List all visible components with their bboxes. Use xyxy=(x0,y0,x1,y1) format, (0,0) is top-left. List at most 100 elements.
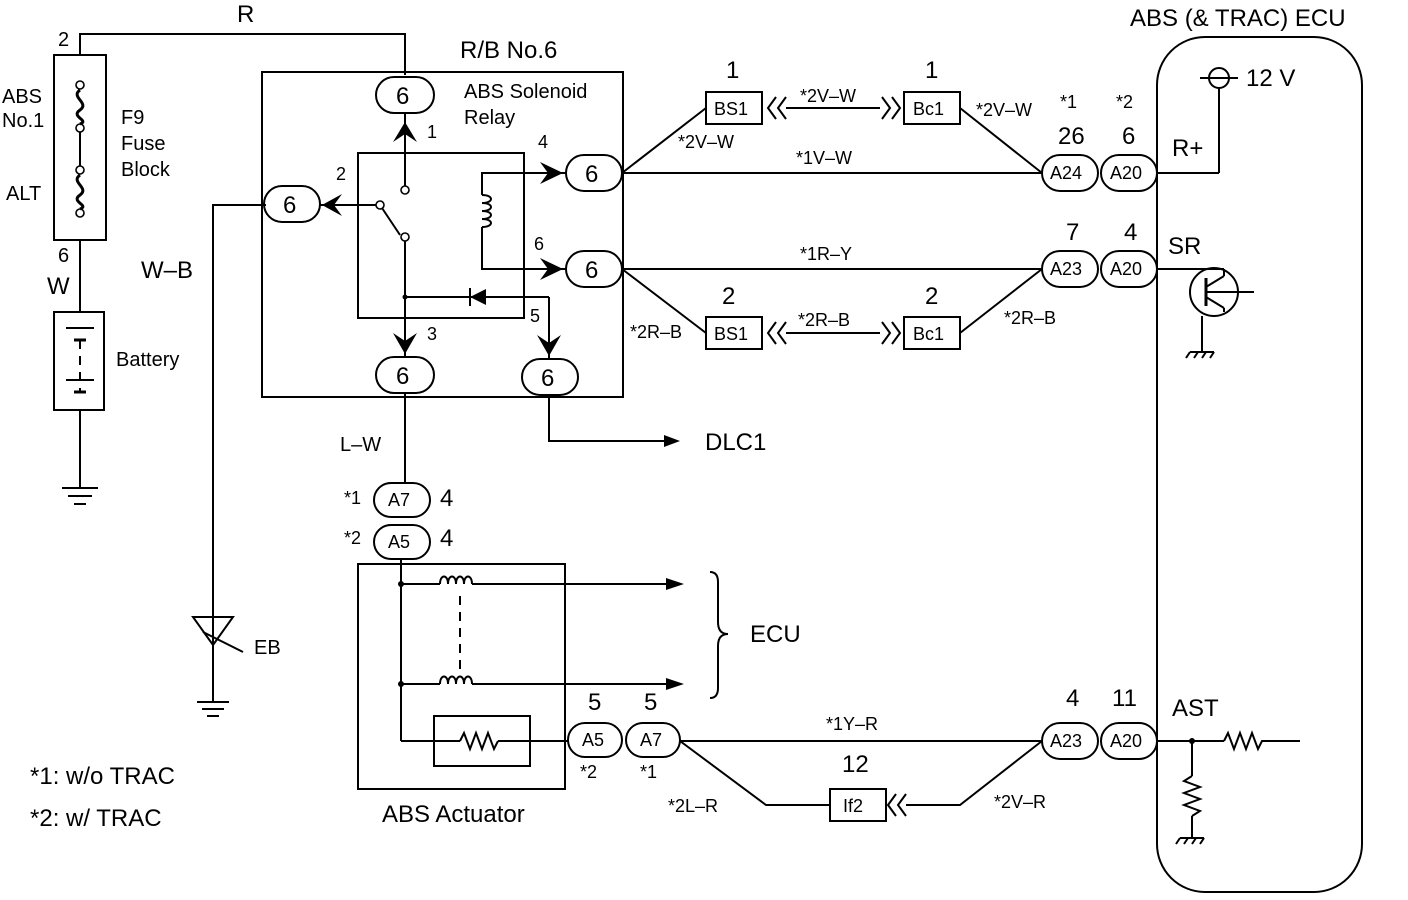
relay-coil xyxy=(481,172,566,270)
fuse-block xyxy=(53,54,107,241)
relay-pin-3: 3 xyxy=(427,324,437,344)
header-star1: *1 xyxy=(1060,92,1077,112)
wire-dlc1 xyxy=(548,395,672,442)
connector-a20-sr: A20 xyxy=(1100,250,1158,288)
connector-bs1-bottom: BS1 xyxy=(705,316,763,350)
connector-a5-bottom: A5 xyxy=(567,722,623,758)
fuse-alt-label: ALT xyxy=(6,183,41,205)
relay-pin-5: 5 xyxy=(530,306,540,326)
relay-connector-top: 6 xyxy=(375,76,435,114)
label-2rb-right: *2R–B xyxy=(1004,308,1056,328)
connector-bc1-top: Bc1 xyxy=(903,91,961,125)
svg-text:6: 6 xyxy=(541,365,554,392)
svg-text:Bc1: Bc1 xyxy=(913,324,944,344)
relay-label-line2: Relay xyxy=(464,107,515,129)
label-1yr: *1Y–R xyxy=(826,714,878,734)
battery-symbol xyxy=(53,311,105,411)
bc1-bottom-pin: 2 xyxy=(925,283,938,310)
relay-switch xyxy=(320,113,410,357)
svg-text:6: 6 xyxy=(396,83,409,110)
svg-text:Bc1: Bc1 xyxy=(913,99,944,119)
note-2: *2: w/ TRAC xyxy=(30,805,162,832)
pin-11: 11 xyxy=(1112,685,1137,712)
connector-a23-sr: A23 xyxy=(1041,250,1099,288)
wire-label-r: R xyxy=(237,1,254,28)
relay-inner-box xyxy=(357,152,525,319)
eb-label: EB xyxy=(254,637,281,659)
connector-if2: If2 xyxy=(829,788,887,822)
wire-2vw-a xyxy=(621,107,707,174)
svg-text:A5: A5 xyxy=(388,532,410,552)
svg-text:6: 6 xyxy=(585,257,598,284)
pin-4-sr: 4 xyxy=(1124,219,1137,246)
header-star2: *2 xyxy=(1116,92,1133,112)
svg-text:6: 6 xyxy=(585,161,598,188)
pin-7: 7 xyxy=(1066,219,1079,246)
connector-a20-ast: A20 xyxy=(1100,722,1158,760)
relay-connector-right-2: 6 xyxy=(565,250,623,288)
relay-block-title: R/B No.6 xyxy=(460,37,557,64)
relay-connector-bottom-1: 6 xyxy=(375,356,435,394)
svg-text:A20: A20 xyxy=(1110,731,1142,751)
label-2lr: *2L–R xyxy=(668,796,718,816)
connector-bc1-bottom: Bc1 xyxy=(903,316,961,350)
connector-a20-rplus: A20 xyxy=(1100,154,1158,192)
wire-wb xyxy=(212,204,266,645)
wire-label-wb: W–B xyxy=(141,257,193,284)
svg-text:A20: A20 xyxy=(1110,259,1142,279)
star1-a7: *1 xyxy=(344,488,361,508)
svg-text:BS1: BS1 xyxy=(714,99,748,119)
relay-connector-left: 6 xyxy=(263,185,321,223)
svg-text:A24: A24 xyxy=(1050,163,1082,183)
svg-text:6: 6 xyxy=(396,363,409,390)
eb-ground-point xyxy=(191,616,244,717)
ecu-brace xyxy=(709,571,729,699)
star1-a7-bottom: *1 xyxy=(640,762,657,782)
fuse-pin-2: 2 xyxy=(58,29,69,51)
wire-r xyxy=(79,33,406,75)
fuse-pin-6: 6 xyxy=(58,245,69,267)
pin-4-a5: 4 xyxy=(440,525,453,552)
fuse-block-label-1: F9 xyxy=(121,107,144,129)
bc1-top-pin: 1 xyxy=(925,57,938,84)
svg-text:6: 6 xyxy=(283,192,296,219)
label-1ry: *1R–Y xyxy=(800,244,852,264)
ecu-rplus-label: R+ xyxy=(1172,135,1203,162)
fuse-no1-label: No.1 xyxy=(2,110,44,132)
ecu-brace-label: ECU xyxy=(750,621,801,648)
wire-2lr xyxy=(679,740,830,806)
label-2vw-mid: *2V–W xyxy=(800,86,856,106)
svg-text:A5: A5 xyxy=(582,730,604,750)
ecu-12v-supply xyxy=(1157,67,1238,174)
pin-5-a7: 5 xyxy=(644,689,657,716)
relay-pin-2: 2 xyxy=(336,164,346,184)
relay-connector-bottom-2: 6 xyxy=(521,358,579,396)
abs-actuator-box xyxy=(357,563,566,790)
ecu-sr-transistor xyxy=(1157,267,1254,359)
connector-a5-top: A5 xyxy=(373,524,431,560)
connector-bs1-top: BS1 xyxy=(705,91,763,125)
relay-block-box xyxy=(261,71,624,398)
pin-4-ast: 4 xyxy=(1066,685,1079,712)
wire-2vr xyxy=(906,740,1043,806)
label-2vw-right: *2V–W xyxy=(976,100,1032,120)
abs-actuator-label: ABS Actuator xyxy=(382,801,525,828)
pin-6-a20: 6 xyxy=(1122,123,1135,150)
ecu-ast-circuit xyxy=(1157,730,1300,845)
star2-a5: *2 xyxy=(344,528,361,548)
svg-text:A7: A7 xyxy=(388,490,410,510)
svg-text:A23: A23 xyxy=(1050,259,1082,279)
ecu-title: ABS (& TRAC) ECU xyxy=(1130,5,1346,32)
star2-a5-bottom: *2 xyxy=(580,762,597,782)
label-1vw: *1V–W xyxy=(796,148,852,168)
connector-a7-top: A7 xyxy=(373,482,431,518)
label-2rb-left: *2R–B xyxy=(630,322,682,342)
pin-4-a7: 4 xyxy=(440,485,453,512)
dlc1-label: DLC1 xyxy=(705,429,766,456)
fuse-abs-label: ABS xyxy=(2,86,42,108)
relay-pin-4: 4 xyxy=(538,132,548,152)
connector-a23-ast: A23 xyxy=(1041,722,1099,760)
actuator-internal xyxy=(398,559,684,767)
